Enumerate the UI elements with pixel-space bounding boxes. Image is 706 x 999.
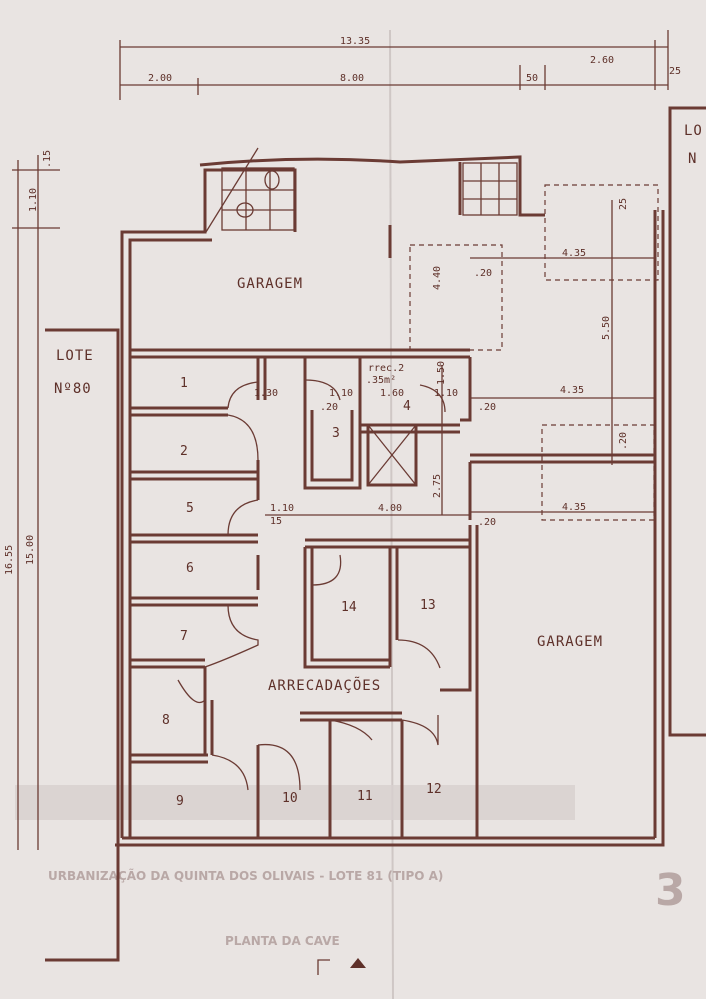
dim-2-60: 2.60 <box>590 55 614 66</box>
dim-8-00: 8.00 <box>340 73 364 84</box>
storage-1: 1 <box>180 376 188 391</box>
dim-total-width: 13.35 <box>340 36 370 47</box>
lot-right-number: N <box>688 151 697 167</box>
dim-15-left: .15 <box>42 150 53 168</box>
rooms-13-14-walls <box>300 538 470 722</box>
storage-walls <box>130 358 439 838</box>
dim-4-40: 4.40 <box>432 266 443 290</box>
storage-13: 13 <box>420 598 436 613</box>
room-garagem-right: GARAGEM <box>537 634 603 650</box>
dim-2-00: 2.00 <box>148 73 172 84</box>
room-garagem-top: GARAGEM <box>237 276 303 292</box>
dim-4-00: 4.00 <box>378 503 402 514</box>
dim-5-50: 5.50 <box>601 316 612 340</box>
dim-15-00: 15.00 <box>25 535 36 565</box>
storage-10: 10 <box>282 791 298 806</box>
core-walls <box>303 357 655 838</box>
dim-1-60: 1.60 <box>380 388 404 399</box>
storage-9: 9 <box>176 794 184 809</box>
parking-bays <box>409 184 659 521</box>
storage-2: 2 <box>180 444 188 459</box>
storage-12: 12 <box>426 782 442 797</box>
dim-25-top: 25 <box>669 66 681 77</box>
lot-left-title: LOTE <box>56 348 94 364</box>
sheet-number: 3 <box>655 865 686 916</box>
lot-right-title: LO <box>684 123 703 139</box>
dim-1-10-a: 1.10 <box>329 388 353 399</box>
section-arrow-icon <box>350 958 366 968</box>
dim-20-b: .20 <box>320 402 338 413</box>
lot-right-outline <box>668 106 706 737</box>
dim-20-e: .20 <box>478 517 496 528</box>
dim-16-55: 16.55 <box>4 545 15 575</box>
dim-4-35-b: 4.35 <box>560 385 584 396</box>
section-marker <box>317 959 330 975</box>
storage-6: 6 <box>186 561 194 576</box>
storage-5: 5 <box>186 501 194 516</box>
storage-3: 3 <box>332 426 340 441</box>
dim-25-r: 25 <box>618 198 629 210</box>
storage-7: 7 <box>180 629 188 644</box>
lot-left-number: Nº80 <box>54 381 92 397</box>
title-block-line2: PLANTA DA CAVE <box>225 934 340 948</box>
dim-4-35-c: 4.35 <box>562 502 586 513</box>
dim-15-mid: 15 <box>270 516 282 527</box>
dim-20-c: .20 <box>478 402 496 413</box>
dim-1-10-c: 1.10 <box>270 503 294 514</box>
dim-2-75: 2.75 <box>432 474 443 498</box>
dim-4-35-a: 4.35 <box>562 248 586 259</box>
dim-20-d: .20 <box>618 432 629 450</box>
dim-1-50: 1.50 <box>436 361 447 385</box>
title-block-line1: URBANIZAÇÃO DA QUINTA DOS OLIVAIS - LOTE… <box>48 868 443 883</box>
dim-1-30: 1.30 <box>254 388 278 399</box>
building-outer-walls <box>115 155 665 847</box>
lot-80-outline <box>45 328 120 962</box>
top-garage-walls <box>130 348 470 359</box>
dim-1-10-left: 1.10 <box>28 188 39 212</box>
storage-8: 8 <box>162 713 170 728</box>
wc-fixtures <box>205 147 518 233</box>
storage-4: 4 <box>403 399 411 414</box>
area-note-2: .35m² <box>366 375 396 386</box>
top-dimensions <box>119 30 669 100</box>
storage-14: 14 <box>341 600 357 615</box>
room-arrecadacoes: ARRECADAÇÕES <box>268 677 381 694</box>
left-dimensions <box>12 155 60 850</box>
dim-50: 50 <box>526 73 538 84</box>
area-note-1: rrec.2 <box>368 363 404 374</box>
storage-11: 11 <box>357 789 373 804</box>
dim-20-a: .20 <box>474 268 492 279</box>
dim-1-10-b: 1.10 <box>434 388 458 399</box>
